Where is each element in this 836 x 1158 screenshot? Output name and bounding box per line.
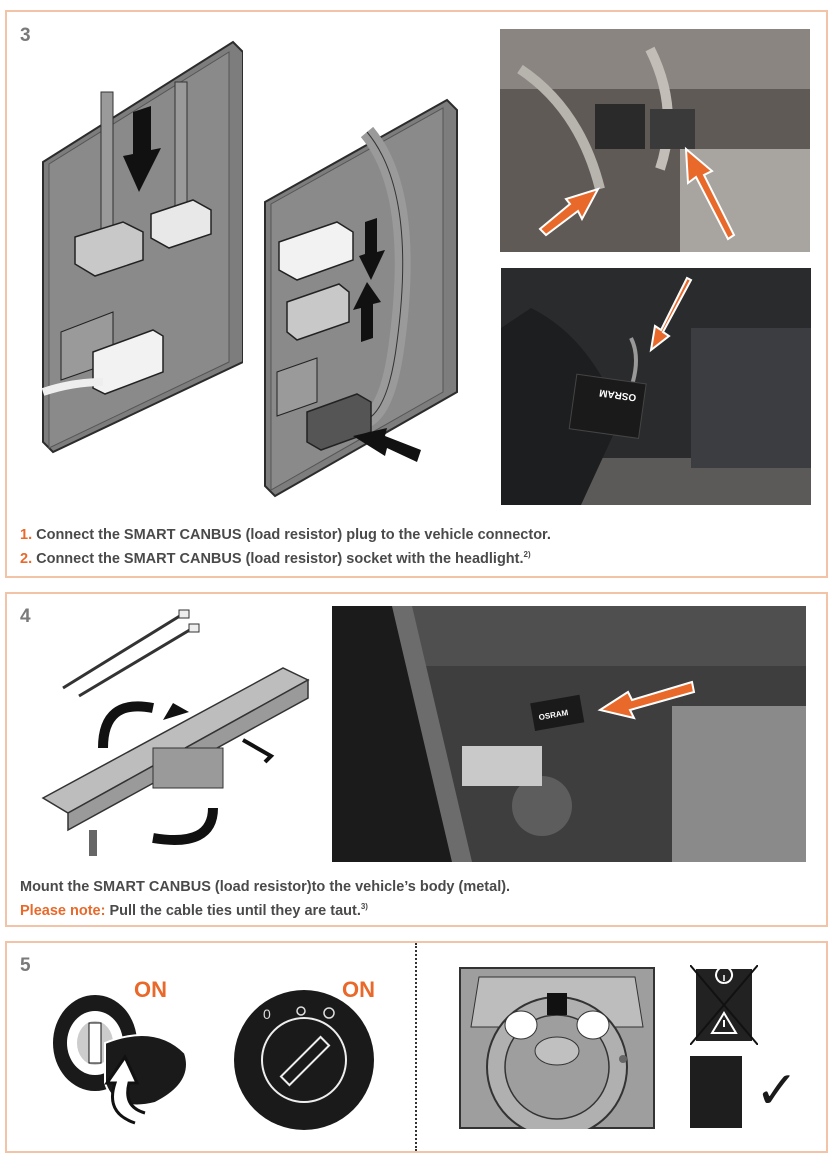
please-note-label: Please note: (20, 903, 106, 919)
step-3-panel: 3 (5, 10, 828, 578)
indicator-off-square (690, 1056, 742, 1128)
ignition-on-label: ON (134, 977, 167, 1002)
device-brand-label: OSRAM (599, 387, 637, 403)
caption-text-2: Connect the SMART CANBUS (load resistor)… (36, 551, 524, 567)
warning-indicator-crossed-icon (690, 965, 758, 1045)
light-switch-icon: 0 (234, 990, 374, 1130)
footnote-ref: 2) (523, 550, 531, 559)
caption-text-1: Connect the SMART CANBUS (load resistor)… (36, 527, 551, 543)
step-4-panel: 4 OSRAM Mount the SMA (5, 592, 828, 927)
connector-illustration-2 (264, 98, 458, 498)
footnote-ref: 3) (360, 902, 368, 911)
cable-tie-illustration (41, 609, 310, 856)
left-arrow-icon (353, 428, 421, 462)
step-number: 5 (20, 955, 31, 976)
connector-illustration-1 (41, 40, 243, 454)
caption-number-1: 1. (20, 527, 33, 543)
up-arrow-icon (353, 282, 381, 342)
dotted-divider (415, 943, 417, 1151)
step-number: 3 (20, 25, 31, 46)
engine-photo-connectors (500, 29, 810, 252)
light-on-label: ON (342, 977, 375, 1002)
step-number: 4 (20, 606, 31, 627)
caption-number-2: 2. (20, 551, 33, 567)
switch-zero-label: 0 (263, 1006, 271, 1022)
step-3-caption: 1. Connect the SMART CANBUS (load resist… (20, 526, 551, 569)
headlight-photo-device: OSRAM (501, 268, 811, 505)
caption-text-2: Pull the cable ties until they are taut. (109, 903, 361, 919)
caption-text-1: Mount the SMART CANBUS (load resistor)to… (20, 879, 511, 895)
down-arrow-icon (359, 218, 385, 280)
checkmark-icon: ✓ (755, 1061, 799, 1121)
step-5-panel: 5 ON 0 ON (5, 941, 828, 1153)
engine-bay-photo-mounted: OSRAM (332, 606, 806, 862)
dashboard-illustration (459, 967, 655, 1129)
down-arrow-icon (123, 106, 161, 192)
ignition-key-icon (53, 995, 188, 1125)
step-4-caption: Mount the SMART CANBUS (load resistor)to… (20, 878, 510, 921)
